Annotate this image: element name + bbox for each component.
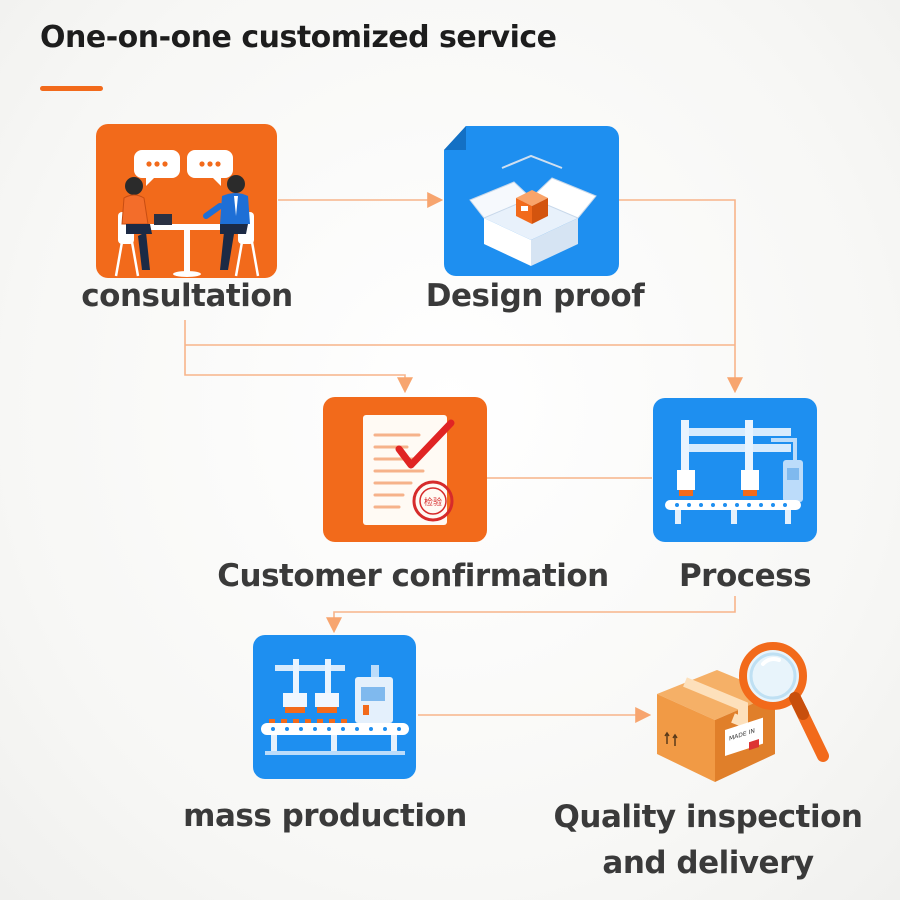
step-label-customer-confirmation: Customer confirmation (217, 558, 609, 594)
stamp-text: 检验 (424, 496, 442, 508)
customer-confirmation-tile: 检验 (323, 397, 487, 542)
production-line-icon (261, 659, 409, 755)
arrow-process-to-production (326, 596, 736, 634)
package-inspection-icon: MADE IN (657, 642, 829, 782)
arrow-consultation-to-confirmation (184, 320, 413, 394)
delivery-tile: MADE IN (645, 636, 835, 786)
mass-production-tile (253, 635, 416, 779)
arrow-design-to-process (618, 199, 743, 394)
consultation-tile (96, 124, 277, 278)
consultation-icon (114, 150, 260, 277)
step-label-quality-inspection-delivery: Quality inspection and delivery (553, 799, 863, 881)
step-label-mass-production: mass production (183, 798, 467, 834)
step-label-consultation: consultation (81, 278, 293, 314)
page-title: One-on-one customized service (40, 20, 557, 55)
design-box-icon (444, 126, 619, 276)
title-underline (40, 86, 103, 91)
step-label-process: Process (678, 558, 812, 594)
process-machine-icon (665, 420, 803, 524)
step-label-design-proof: Design proof (425, 278, 645, 314)
process-tile (653, 398, 817, 542)
design-proof-tile (444, 126, 619, 276)
document-check-icon: 检验 (363, 415, 455, 525)
